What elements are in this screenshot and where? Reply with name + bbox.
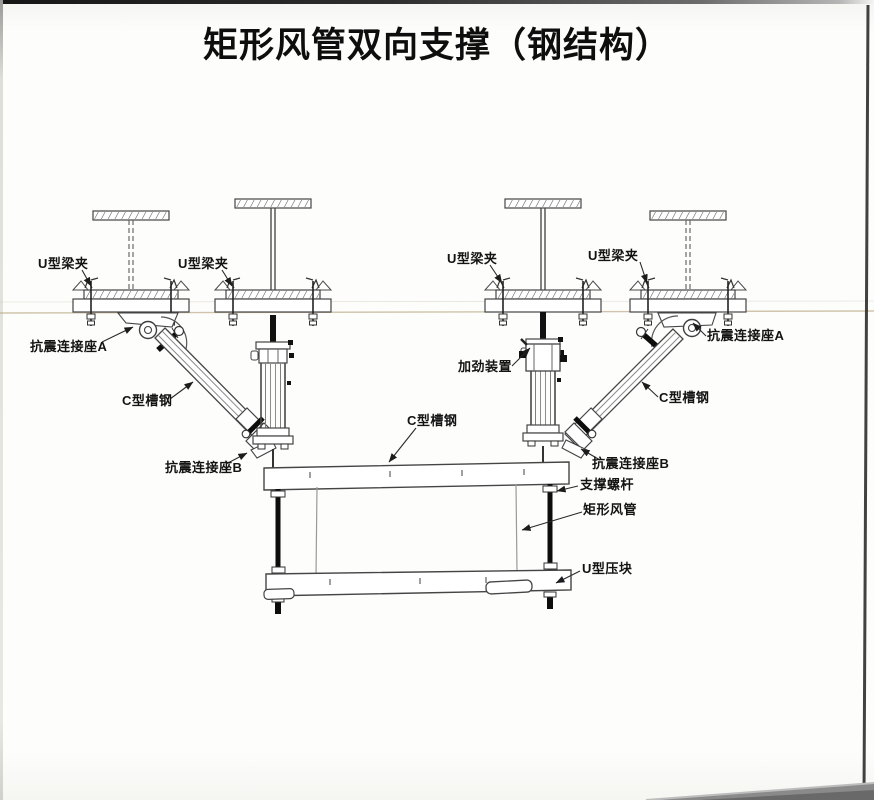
leader-stiffener <box>511 347 531 367</box>
u-press-block-left <box>263 588 295 600</box>
diagram-title: 矩形风管双向支撑（钢结构） <box>202 26 671 65</box>
label-u-press-block: U型压块 <box>582 561 633 576</box>
leader-u-press-block <box>555 570 581 584</box>
photo-right-edge <box>862 4 870 798</box>
horizontal-c-channel <box>263 461 570 491</box>
leader-c-channel-mid <box>388 427 417 463</box>
leader-lines <box>81 261 707 584</box>
leader-seismic-b-left <box>225 452 248 465</box>
vertical-hanger-right <box>519 311 567 469</box>
leader-seismic-a-right <box>692 322 707 337</box>
label-support-screw-rod: 支撑螺杆 <box>580 477 635 492</box>
label-stiffening-device: 加劲装置 <box>458 359 513 374</box>
leader-support-rod <box>556 485 579 493</box>
label-u-beam-clamp-3: U型梁夹 <box>447 251 498 266</box>
u-press-block-right <box>485 579 533 595</box>
support-screw-rod-right <box>542 484 558 609</box>
label-seismic-seat-b-right: 抗震连接座B <box>592 456 670 471</box>
label-c-channel-mid: C型槽钢 <box>407 413 458 428</box>
i-beam-2 <box>214 198 332 327</box>
leader-u-clamp-1 <box>81 269 92 287</box>
label-rectangular-duct: 矩形风管 <box>583 502 638 517</box>
leader-u-clamp-4 <box>639 261 648 284</box>
i-beam-4 <box>629 210 747 327</box>
label-seismic-seat-b-left: 抗震连接座B <box>165 460 243 475</box>
leader-u-clamp-2 <box>221 269 233 287</box>
leader-u-clamp-3 <box>489 264 503 284</box>
leader-seismic-b-right <box>580 448 601 461</box>
label-seismic-seat-a-left: 抗震连接座A <box>30 339 108 354</box>
i-beam-1 <box>72 210 190 327</box>
label-u-beam-clamp-2: U型梁夹 <box>178 256 229 271</box>
label-c-channel-left: C型槽钢 <box>122 393 173 408</box>
leader-seismic-a-left <box>101 326 134 343</box>
leader-rect-duct <box>521 511 583 531</box>
i-beam-3 <box>484 198 602 327</box>
leader-c-channel-right <box>641 381 659 398</box>
photo-bottom-right-wedge <box>645 782 874 800</box>
label-u-beam-clamp-1: U型梁夹 <box>38 256 89 271</box>
rectangular-duct-outline <box>315 483 518 577</box>
leader-c-channel-left <box>169 381 194 400</box>
label-seismic-seat-a-right: 抗震连接座A <box>707 328 785 343</box>
label-c-channel-right: C型槽钢 <box>659 390 710 405</box>
label-u-beam-clamp-4: U型梁夹 <box>588 248 639 263</box>
